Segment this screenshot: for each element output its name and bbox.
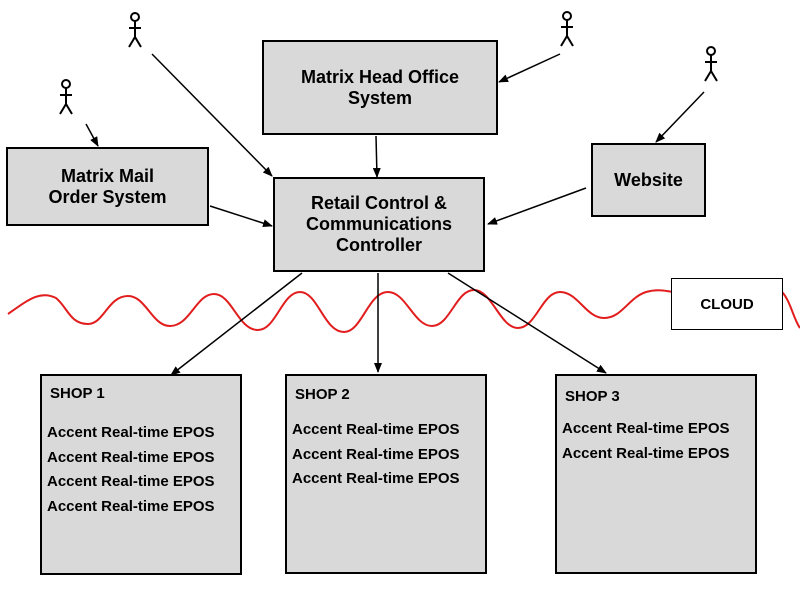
shop-2-item-list: Accent Real-time EPOS Accent Real-time E…: [292, 418, 460, 492]
shop-3-epos-item: Accent Real-time EPOS: [562, 444, 730, 462]
shop-3-epos-item: Accent Real-time EPOS: [562, 420, 730, 437]
arrow-user3-to-head-office: [498, 53, 561, 83]
shop-2-epos-item: Accent Real-time EPOS: [292, 445, 460, 463]
arrow-user1-to-controller: [151, 53, 273, 177]
shop-1-epos-item: Accent Real-time EPOS: [47, 424, 215, 441]
stick-figure-user-icon: [704, 46, 718, 82]
stick-figure-user-icon: [59, 79, 73, 115]
arrow-controller-to-shop1: [170, 272, 303, 376]
shop-2-epos-item: Accent Real-time EPOS: [292, 470, 460, 487]
cloud-label-box: CLOUD: [671, 278, 783, 330]
shop-3-box: SHOP 3 Accent Real-time EPOS Accent Real…: [555, 374, 757, 574]
website-box: Website: [591, 143, 706, 217]
head-office-system-box: Matrix Head Office System: [262, 40, 498, 135]
stick-figure-user-icon: [560, 11, 574, 47]
shop-1-epos-item: Accent Real-time EPOS: [47, 473, 215, 490]
shop-1-box: SHOP 1 Accent Real-time EPOS Accent Real…: [40, 374, 242, 575]
shop-2-title: SHOP 2: [295, 386, 350, 403]
arrow-controller-to-shop3: [447, 272, 607, 374]
mail-order-system-box: Matrix Mail Order System: [6, 147, 209, 226]
arrow-user4-to-website: [655, 91, 705, 143]
shop-3-title: SHOP 3: [565, 388, 620, 405]
arrow-mail-order-to-controller: [209, 205, 273, 228]
arrow-user2-to-mail-order: [85, 123, 99, 147]
retail-controller-box: Retail Control & Communications Controll…: [273, 177, 485, 272]
arrow-head-office-to-controller: [372, 135, 381, 178]
cloud-boundary-line: [7, 288, 800, 334]
arrow-website-to-controller: [487, 187, 587, 225]
shop-1-epos-item: Accent Real-time EPOS: [47, 497, 215, 515]
shop-1-title: SHOP 1: [50, 385, 105, 402]
stick-figure-user-icon: [128, 12, 142, 48]
shop-1-epos-item: Accent Real-time EPOS: [47, 448, 215, 466]
shop-2-box: SHOP 2 Accent Real-time EPOS Accent Real…: [285, 374, 487, 574]
shop-1-item-list: Accent Real-time EPOS Accent Real-time E…: [47, 421, 215, 519]
shop-2-epos-item: Accent Real-time EPOS: [292, 421, 460, 438]
shop-3-item-list: Accent Real-time EPOS Accent Real-time E…: [562, 417, 730, 466]
